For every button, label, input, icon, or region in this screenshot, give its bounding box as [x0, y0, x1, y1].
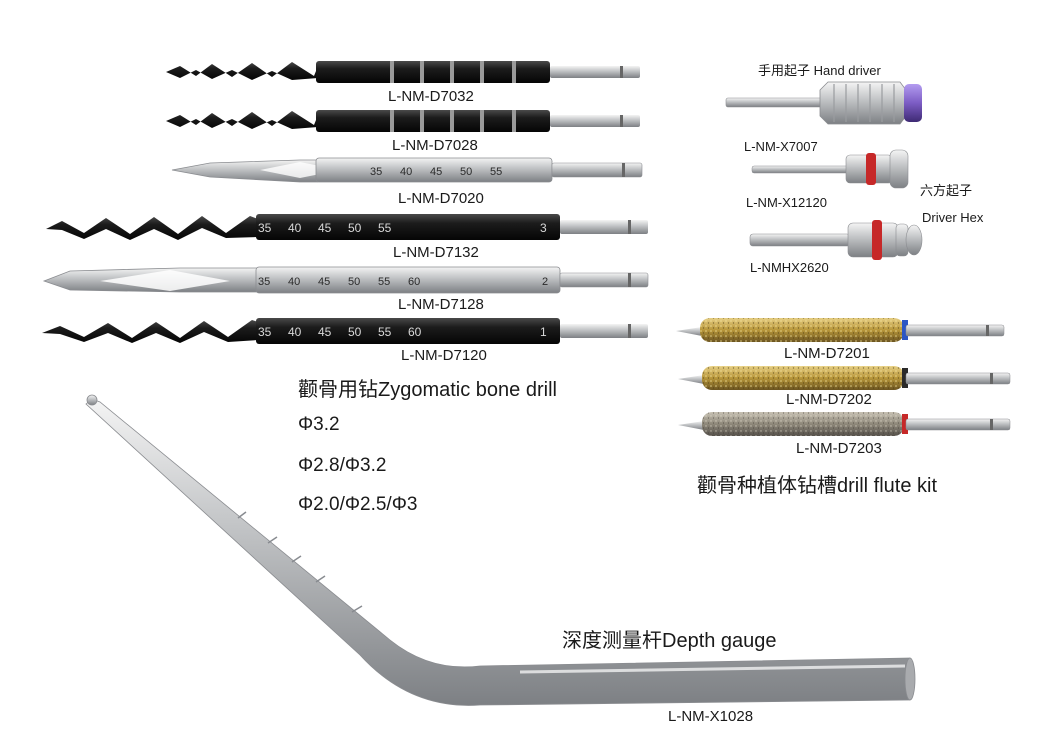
depth-gauge: [85, 394, 916, 706]
drill-code-label: L-NM-D7020: [398, 190, 484, 207]
drill-d7128: 35 40 45 50 55 60 2: [42, 266, 649, 294]
driver-code-label: L-NM-X7007: [744, 139, 818, 154]
hand-driver: [725, 81, 922, 125]
hand-driver-label: 手用起子 Hand driver: [758, 63, 881, 78]
drill-code-label: L-NM-D7120: [401, 347, 487, 364]
depth-mark-text: 35: [258, 276, 270, 288]
depth-mark-text: 55: [378, 276, 390, 288]
depth-mark-text: 60: [408, 325, 422, 339]
drill-d7032: [166, 61, 640, 83]
flute-drill-code: L-NM-D7203: [796, 440, 882, 457]
hex-driver-x12120: [751, 149, 909, 189]
depth-gauge-title: 深度测量杆Depth gauge: [562, 630, 777, 652]
hex-driver-cn-label: 六方起子: [920, 183, 973, 198]
depth-mark-text: 50: [348, 276, 360, 288]
depth-mark-text: 55: [378, 221, 392, 235]
depth-mark-text: 45: [318, 325, 332, 339]
depth-mark-text: 35: [370, 166, 382, 178]
depth-mark-text: 50: [460, 166, 472, 178]
zygomatic-drill-title: 颧骨用钻Zygomatic bone drill: [298, 379, 557, 401]
drill-diameter-spec: Φ2.0/Φ2.5/Φ3: [298, 494, 418, 515]
drill-code-label: L-NM-D7128: [398, 296, 484, 313]
depth-mark-text: 3: [540, 221, 547, 235]
depth-mark-text: 55: [378, 325, 392, 339]
flute-drill-code: L-NM-D7201: [784, 345, 870, 362]
flute-kit-title: 颧骨种植体钻槽drill flute kit: [697, 475, 938, 497]
depth-mark-text: 40: [400, 166, 412, 178]
hex-driver-x2620: [749, 220, 923, 260]
flute-drill-d7201: [676, 318, 1005, 342]
depth-mark-text: 45: [318, 221, 332, 235]
flute-drill-d7202: [678, 366, 1011, 390]
depth-mark-text: 35: [258, 221, 272, 235]
depth-mark-text: 45: [430, 166, 442, 178]
drill-d7020: 35 40 45 50 55: [171, 157, 643, 183]
drill-d7132: 35 40 45 50 55 3: [46, 214, 648, 240]
driver-code-label: L-NM-X12120: [746, 195, 827, 210]
flute-drill-d7203: [678, 412, 1011, 436]
depth-mark-text: 50: [348, 221, 362, 235]
drill-diameter-spec: Φ3.2: [298, 414, 340, 435]
driver-code-label: L-NMHX2620: [750, 260, 829, 275]
drill-d7120: 35 40 45 50 55 60 1: [42, 318, 648, 344]
depth-mark-text: 40: [288, 276, 300, 288]
depth-mark-text: 55: [490, 166, 502, 178]
depth-mark-text: 40: [288, 221, 302, 235]
depth-mark-text: 35: [258, 325, 272, 339]
drill-diameter-spec: Φ2.8/Φ3.2: [298, 455, 387, 476]
depth-mark-text: 40: [288, 325, 302, 339]
flute-drill-code: L-NM-D7202: [786, 391, 872, 408]
depth-gauge-code: L-NM-X1028: [668, 708, 754, 725]
depth-mark-text: 50: [348, 325, 362, 339]
depth-mark-text: 2: [542, 276, 548, 288]
depth-mark-text: 1: [540, 325, 547, 339]
depth-mark-text: 60: [408, 276, 420, 288]
depth-mark-text: 45: [318, 276, 330, 288]
drill-code-label: L-NM-D7132: [393, 244, 479, 261]
hex-driver-en-label: Driver Hex: [922, 210, 984, 225]
drill-code-label: L-NM-D7028: [392, 137, 478, 154]
drill-d7028: [166, 110, 640, 132]
drill-code-label: L-NM-D7032: [388, 88, 474, 105]
